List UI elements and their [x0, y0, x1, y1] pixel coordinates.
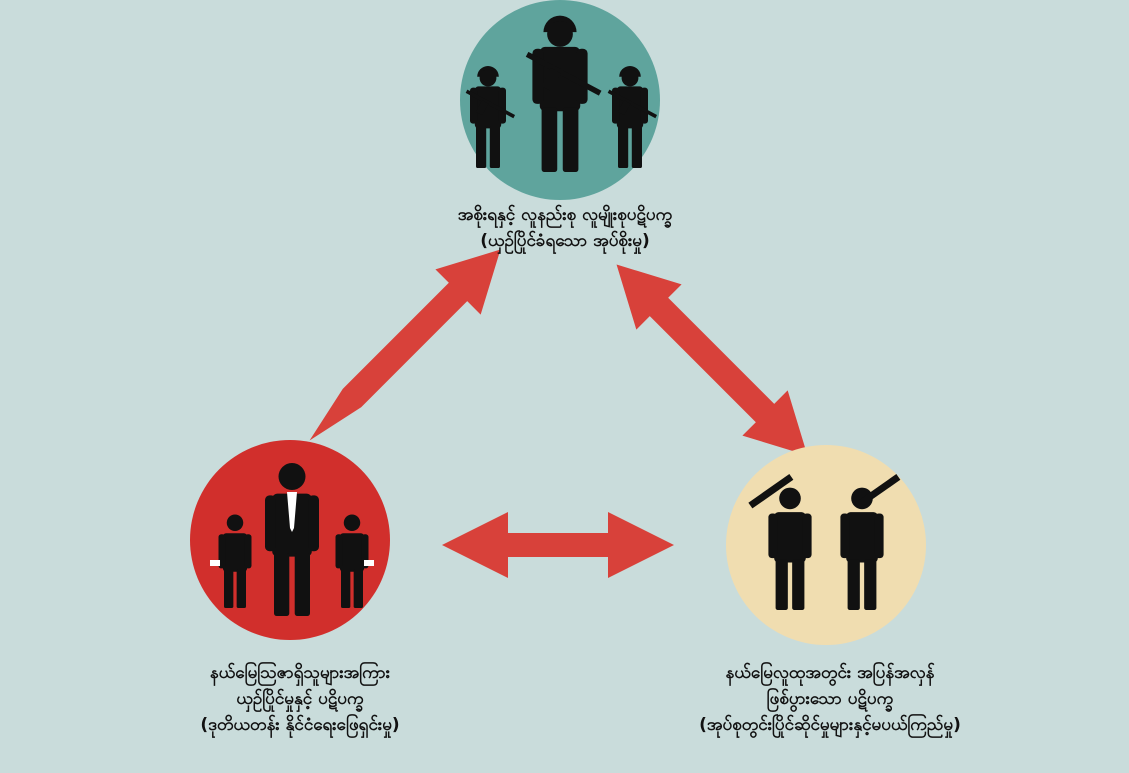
left-node-title-line-1: နယ်မြေသြဇာရှိသူများအကြား: [209, 663, 391, 683]
right-node: [726, 445, 926, 645]
top-node: [460, 0, 660, 200]
top-node-label: အစိုးရနှင့် လူနည်းစု လူမျိုးစုပဋိပက္ခ (ယ…: [380, 202, 750, 254]
arrow-bottom: [442, 512, 674, 578]
top-node-subtitle: (ယှဉ်ပြိုင်ခံရသော အုပ်စိုးမှု): [480, 231, 650, 251]
left-node-title-line-2: ယှဉ်ပြိုင်မှုနှင့် ပဋိပက္ခ: [236, 689, 364, 709]
armed-civilians-icon: [748, 474, 901, 610]
arrow-top-right: [616, 264, 808, 456]
right-node-title-line-1: နယ်မြေလူထုအတွင်း အပြန်အလှန်: [725, 663, 935, 683]
top-node-title: အစိုးရနှင့် လူနည်းစု လူမျိုးစုပဋိပက္ခ: [457, 205, 673, 225]
left-node: [190, 440, 390, 640]
arrow-top-left: [309, 249, 501, 441]
right-node-label: နယ်မြေလူထုအတွင်း အပြန်အလှန် ဖြစ်ပွားသော …: [620, 660, 1040, 738]
right-node-title-line-2: ဖြစ်ပွားသော ပဋိပက္ခ: [766, 689, 894, 709]
businessman-with-armed-guards-icon: [210, 463, 374, 616]
left-node-subtitle: (ဒုတိယတန်း နိုင်ငံရေးဖြေရှင်းမှု): [200, 715, 400, 735]
right-node-subtitle: (အုပ်စုတွင်းပြိုင်ဆိုင်မှုများနှင့်မပယ်က…: [699, 715, 961, 735]
left-node-label: နယ်မြေသြဇာရှိသူများအကြား ယှဉ်ပြိုင်မှုနှ…: [100, 660, 500, 738]
